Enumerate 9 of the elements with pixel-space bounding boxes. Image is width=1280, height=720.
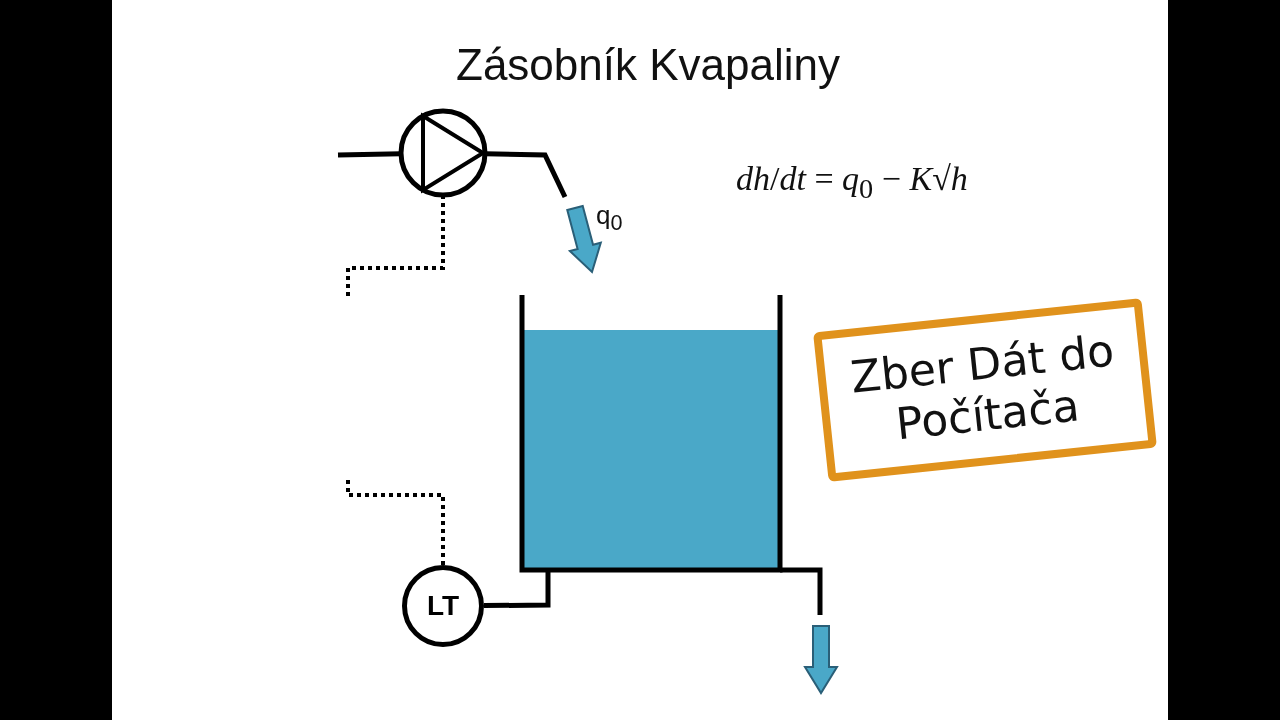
pipe: [780, 567, 823, 615]
title: Zásobník Kvapaliny: [455, 40, 841, 90]
tank: [519, 295, 783, 573]
instrument-tag: LT: [426, 590, 460, 622]
banner-text: Zber Dát do Počítača: [847, 323, 1118, 452]
pump-symbol: [398, 108, 488, 198]
pipe: [483, 570, 551, 609]
signal-line: [346, 480, 445, 565]
pipe: [484, 151, 568, 199]
